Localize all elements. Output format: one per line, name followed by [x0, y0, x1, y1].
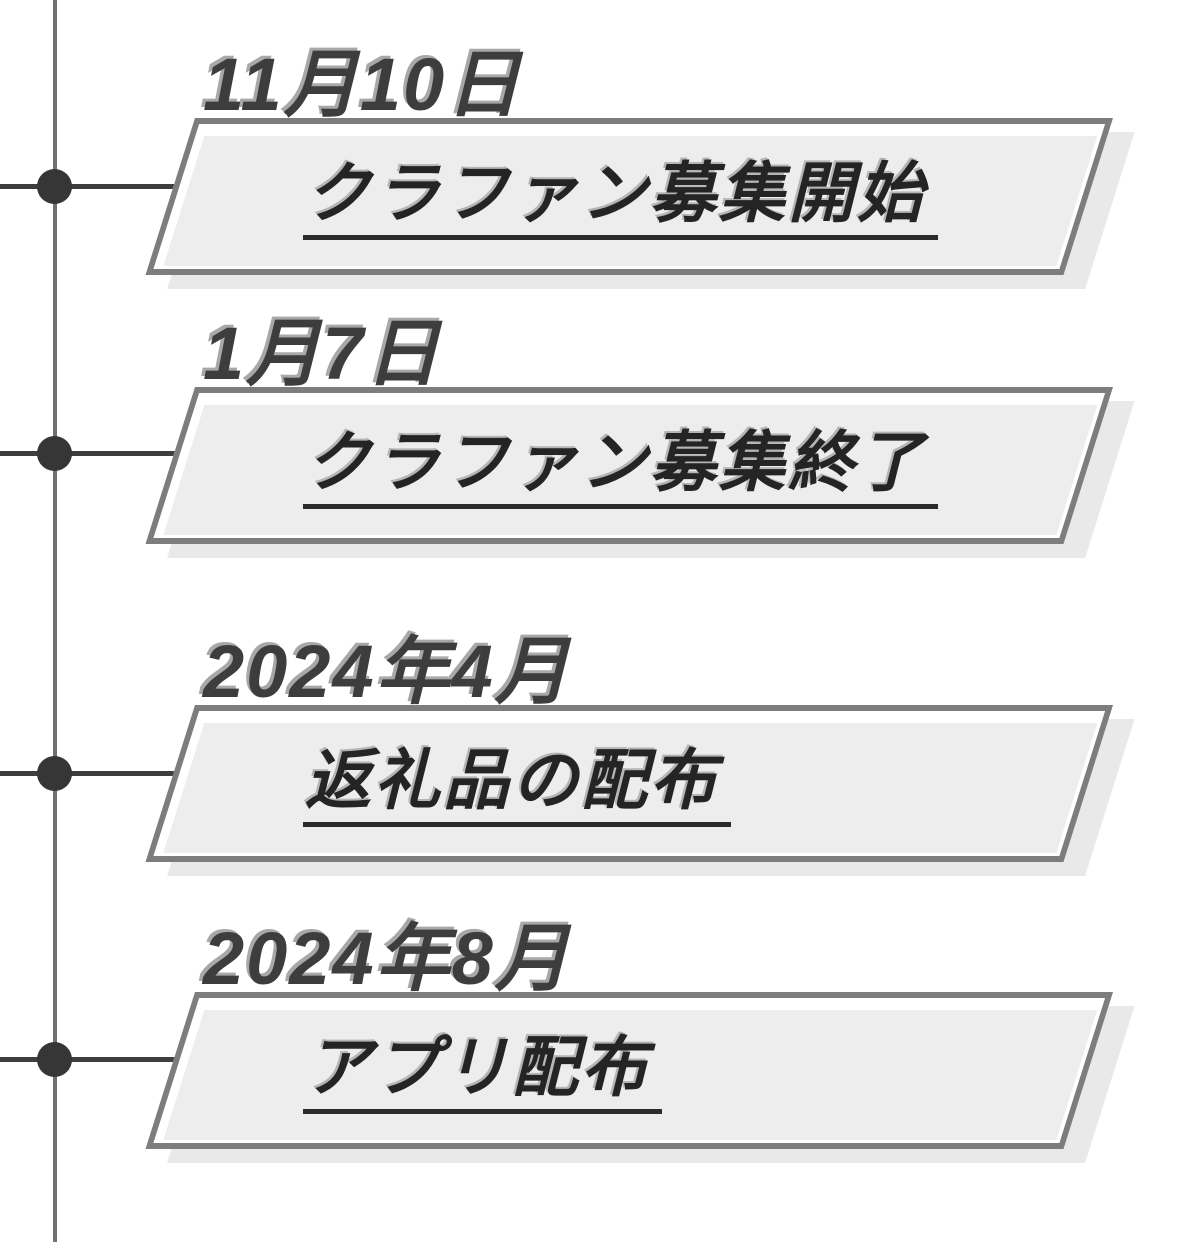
milestone-label: クラファン募集終了 [303, 429, 938, 509]
timeline-dot [37, 1042, 72, 1077]
milestone-label: 返礼品の配布 [303, 747, 731, 827]
timeline-axis-line [53, 0, 57, 1242]
milestone-date: 2024年4月 [203, 630, 571, 713]
timeline-dot [37, 756, 72, 791]
connector-line [0, 451, 188, 456]
milestone-date: 1月7日 [203, 312, 442, 395]
connector-line [0, 771, 188, 776]
milestone-date: 11月10日 [203, 43, 523, 126]
milestone-date: 2024年8月 [203, 917, 571, 1000]
timeline-dot [37, 436, 72, 471]
connector-line [0, 1057, 188, 1062]
milestone-label: アプリ配布 [303, 1034, 662, 1114]
connector-line [0, 184, 188, 189]
timeline-dot [37, 169, 72, 204]
milestone-label: クラファン募集開始 [303, 160, 938, 240]
